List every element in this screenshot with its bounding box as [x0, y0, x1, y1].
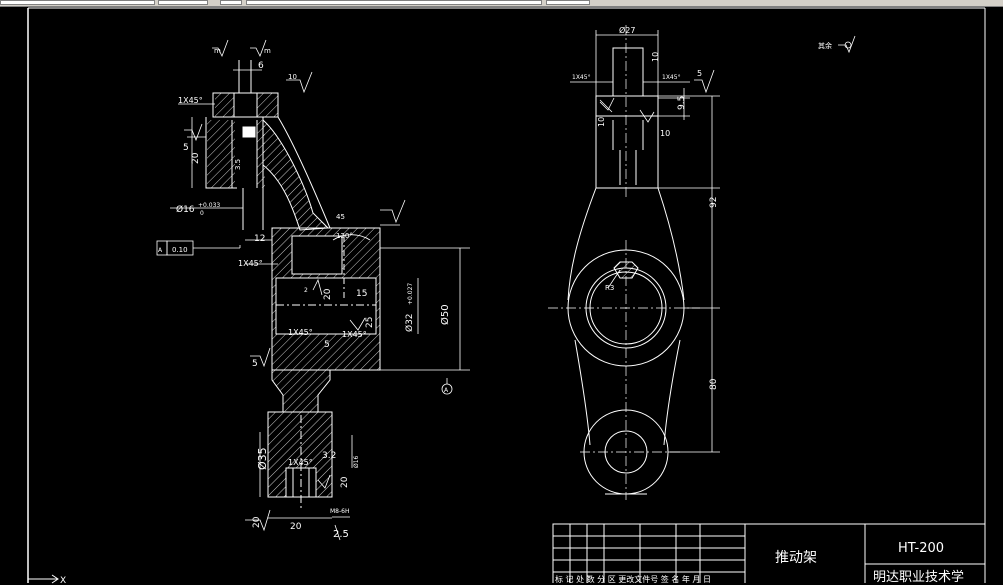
dim-label: 2: [304, 287, 308, 294]
title-block-text: 推动架 HT-200 明达职业技术学 标 记 处 数 分 区 更改文件号 签 名…: [555, 541, 964, 583]
tolerance-datum: A: [158, 247, 163, 254]
drawing-frame: [27, 7, 986, 583]
lineweight-dropdown[interactable]: [546, 0, 590, 5]
dim-label: Ø16: [353, 455, 360, 468]
dim-label: 80: [709, 378, 719, 390]
dim-label: Ø27: [619, 25, 635, 35]
dim-label: 5: [324, 340, 330, 350]
dim-label: 20: [323, 288, 333, 300]
dim-label: 1X45°: [662, 74, 681, 81]
section-dim-text: m m 6 10 1X45° 5 20 3.5 Ø16 +0.033 0 12 …: [158, 47, 451, 540]
dim-label: 5: [697, 69, 702, 78]
dim-label: 20: [340, 476, 350, 488]
dim-label: Ø35: [256, 447, 269, 470]
dim-label: Ø50: [439, 304, 451, 325]
dim-label: 20: [191, 152, 201, 164]
linetype-button[interactable]: [220, 0, 242, 5]
dim-label: 45: [336, 213, 345, 221]
datum-label: A: [444, 387, 449, 394]
dim-label: M8-6H: [330, 508, 350, 515]
dim-label: Ø16: [176, 204, 195, 215]
dim-label: 5: [252, 359, 258, 369]
dim-label: R3: [605, 284, 614, 292]
dim-label: 25: [365, 317, 375, 328]
dim-label: 120°: [336, 232, 353, 240]
front-dimensions: [570, 30, 856, 453]
dim-label: 10: [651, 52, 660, 62]
dim-label: 1X45°: [288, 328, 313, 337]
dim-label: m: [214, 47, 221, 55]
front-dim-text: Ø27 10 1X45° 1X45° 5 9.5 10 10 92 R3 80 …: [572, 25, 832, 390]
toolbar: [0, 0, 1003, 7]
material: HT-200: [898, 541, 944, 556]
title-block: [552, 523, 986, 583]
dim-label: 10: [597, 117, 606, 127]
revision-header: 标 记 处 数 分 区 更改文件号 签 名 年 月 日: [555, 574, 711, 583]
dim-label: 10: [660, 129, 670, 138]
dim-label: +0.033: [198, 202, 220, 209]
dim-label: 1X45°: [572, 74, 591, 81]
dim-label: +0.027: [407, 283, 414, 305]
layer-dropdown[interactable]: [0, 0, 155, 5]
dim-label: 3.2: [322, 451, 336, 461]
dim-label: 6: [258, 61, 264, 71]
dim-label: 9.5: [677, 96, 687, 110]
dim-label: 15: [356, 289, 367, 299]
school-name: 明达职业技术学: [873, 569, 964, 583]
dim-label: 12: [254, 234, 265, 244]
dim-label: 10: [288, 73, 297, 81]
dim-label: Ø32: [404, 313, 415, 332]
drawing-canvas[interactable]: m m 6 10 1X45° 5 20 3.5 Ø16 +0.033 0 12 …: [0, 7, 1003, 585]
ucs-icon: X: [28, 574, 66, 585]
dim-label: 3.5: [234, 159, 242, 170]
dim-label: 2.5: [333, 529, 349, 540]
part-name: 推动架: [775, 550, 817, 566]
dim-label: 1X45°: [238, 259, 263, 268]
dim-label: 20: [252, 516, 262, 528]
dim-label: 20: [290, 522, 302, 532]
color-dropdown[interactable]: [158, 0, 208, 5]
svg-text:X: X: [60, 576, 66, 585]
section-view: [205, 60, 381, 510]
dim-label: 1X45°: [288, 458, 313, 467]
dim-label: 1X45°: [342, 330, 367, 339]
dim-label: 5: [183, 143, 189, 153]
command-field[interactable]: [246, 0, 542, 5]
cad-drawing: m m 6 10 1X45° 5 20 3.5 Ø16 +0.033 0 12 …: [27, 7, 986, 583]
tolerance-value: 0.10: [172, 246, 188, 254]
dim-label: 92: [709, 197, 719, 208]
roughness-other-label: 其余: [818, 41, 832, 50]
dim-label: m: [264, 47, 271, 55]
section-dimensions: [156, 39, 470, 541]
dim-label: 1X45°: [178, 96, 203, 105]
dim-label: 0: [200, 210, 204, 217]
